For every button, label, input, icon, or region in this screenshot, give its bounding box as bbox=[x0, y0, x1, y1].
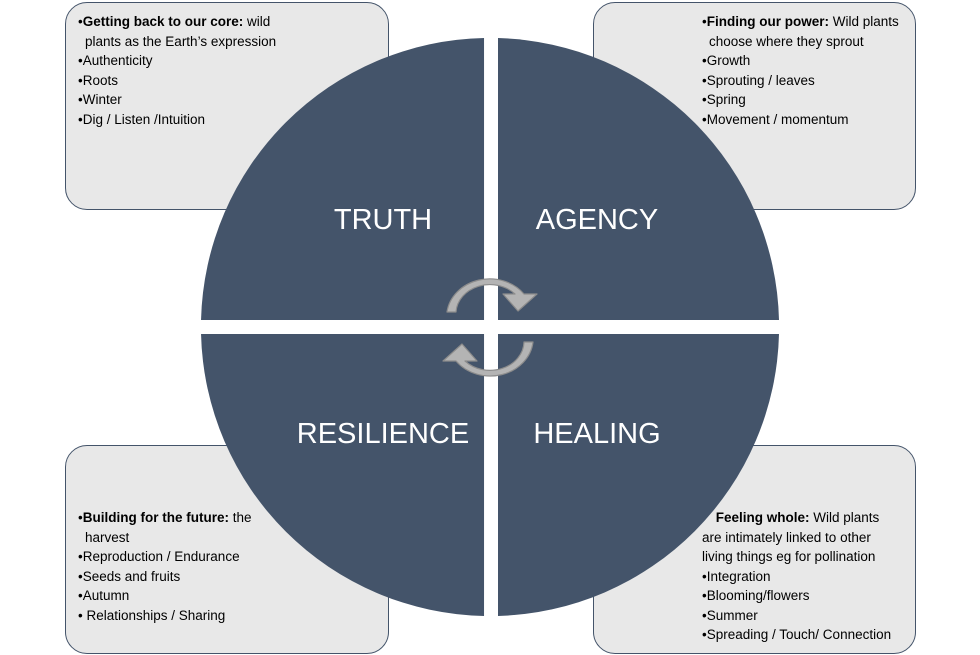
agency-label: AGENCY bbox=[536, 204, 658, 236]
top-left-item-1: •Authenticity bbox=[78, 53, 153, 68]
bottom-left-item-3: •Autumn bbox=[78, 588, 130, 603]
bottom-right-item-2: •Blooming/flowers bbox=[702, 588, 810, 603]
bottom-left-item-1: •Reproduction / Endurance bbox=[78, 549, 240, 564]
cycle-arrow-top-icon bbox=[446, 278, 538, 313]
bottom-right-item-1: •Integration bbox=[702, 568, 771, 584]
bullet: • bbox=[78, 510, 83, 525]
healing-quadrant bbox=[498, 334, 779, 616]
bottom-right-heading: Feeling whole: Wild plants bbox=[702, 508, 907, 528]
resilience-label: RESILIENCE bbox=[297, 418, 469, 450]
top-left-heading: •Getting back to our core: wild bbox=[78, 12, 378, 32]
bottom-left-heading-bold: Building for the future: bbox=[82, 510, 229, 525]
top-left-item-2: •Roots bbox=[78, 72, 118, 88]
bullet: • bbox=[78, 14, 83, 29]
truth-label: TRUTH bbox=[334, 204, 432, 236]
top-right-heading-bold: Finding our power: bbox=[706, 14, 829, 29]
top-left-heading-line2: plants as the Earth’s expression bbox=[85, 33, 277, 49]
bottom-right-heading-rest: Wild plants bbox=[809, 510, 880, 525]
top-left-heading-rest: wild bbox=[243, 14, 271, 29]
agency-quadrant bbox=[498, 38, 779, 320]
bottom-left-heading-rest: the bbox=[228, 510, 252, 525]
resilience-quadrant bbox=[201, 334, 485, 616]
truth-quadrant bbox=[201, 38, 485, 320]
bottom-left-heading: •Building for the future: the bbox=[78, 508, 378, 528]
bottom-left-item-4: • Relationships / Sharing bbox=[78, 607, 226, 623]
cycle-arrow-bottom-icon bbox=[442, 341, 534, 377]
bottom-left-item-2: •Seeds and fruits bbox=[78, 568, 181, 584]
bottom-left-heading-line2: harvest bbox=[85, 529, 130, 545]
top-left-item-3: •Winter bbox=[78, 92, 122, 107]
top-left-heading-bold: Getting back to our core: bbox=[82, 14, 244, 29]
top-right-heading: •Finding our power: Wild plants bbox=[702, 12, 907, 32]
top-right-heading-line2: choose where they sprout bbox=[709, 33, 864, 49]
top-left-item-4: •Dig / Listen /Intuition bbox=[78, 111, 206, 127]
top-right-heading-rest: Wild plants bbox=[828, 14, 899, 29]
bullet: • bbox=[702, 14, 707, 29]
top-right-item-2: •Sprouting / leaves bbox=[702, 72, 815, 88]
top-right-item-4: •Movement / momentum bbox=[702, 111, 849, 127]
bottom-right-item-4: •Spreading / Touch/ Connection bbox=[702, 627, 892, 642]
bottom-right-heading-line2: are intimately linked to other bbox=[702, 529, 871, 545]
bottom-right-heading-bold: Feeling whole: bbox=[715, 510, 810, 525]
top-right-item-1: •Growth bbox=[702, 53, 751, 68]
bottom-right-item-3: •Summer bbox=[702, 607, 758, 623]
bottom-right-heading-line3: living things eg for pollination bbox=[702, 549, 876, 564]
top-right-item-3: •Spring bbox=[702, 92, 746, 107]
healing-label: HEALING bbox=[533, 418, 660, 450]
